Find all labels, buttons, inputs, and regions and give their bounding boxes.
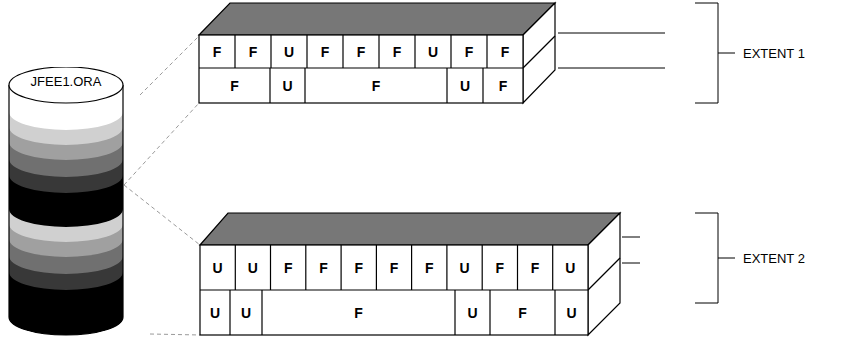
block-status: F [425,261,434,275]
block-status: U [459,261,469,275]
block-status: F [531,261,540,275]
block-status: F [357,45,366,59]
block-status: U [248,261,258,275]
block-status: U [282,79,292,93]
block-status: F [465,45,474,59]
block-status: F [354,306,363,320]
block-status: F [321,45,330,59]
block-status: F [501,45,510,59]
block-status: F [518,306,527,320]
block-status: F [284,261,293,275]
datafile-cylinder: JFEE1.ORA [8,67,124,337]
block-status: U [565,261,575,275]
block-status: U [428,45,438,59]
block-status: F [230,79,239,93]
block-status: F [249,45,258,59]
block-status: U [213,261,223,275]
block-status: F [319,261,328,275]
extent-block [200,213,620,335]
extent-block [199,3,555,103]
block-status: F [393,45,402,59]
block-status: U [284,45,294,59]
block-status: U [467,306,477,320]
block-status: F [354,261,363,275]
block-status: F [390,261,399,275]
block-status: F [213,45,222,59]
block-status: F [372,79,381,93]
block-status: U [566,306,576,320]
cylinder-shape [8,67,124,337]
zoom-lines [124,36,200,335]
block-status: U [460,79,470,93]
block-status: F [499,79,508,93]
file-name: JFEE1.ORA [31,74,102,89]
extent-label: EXTENT 1 [743,47,805,60]
block-status: F [496,261,505,275]
block-status: U [210,306,220,320]
bracket [558,3,735,303]
block-status: U [241,306,251,320]
extent-label: EXTENT 2 [743,252,805,265]
